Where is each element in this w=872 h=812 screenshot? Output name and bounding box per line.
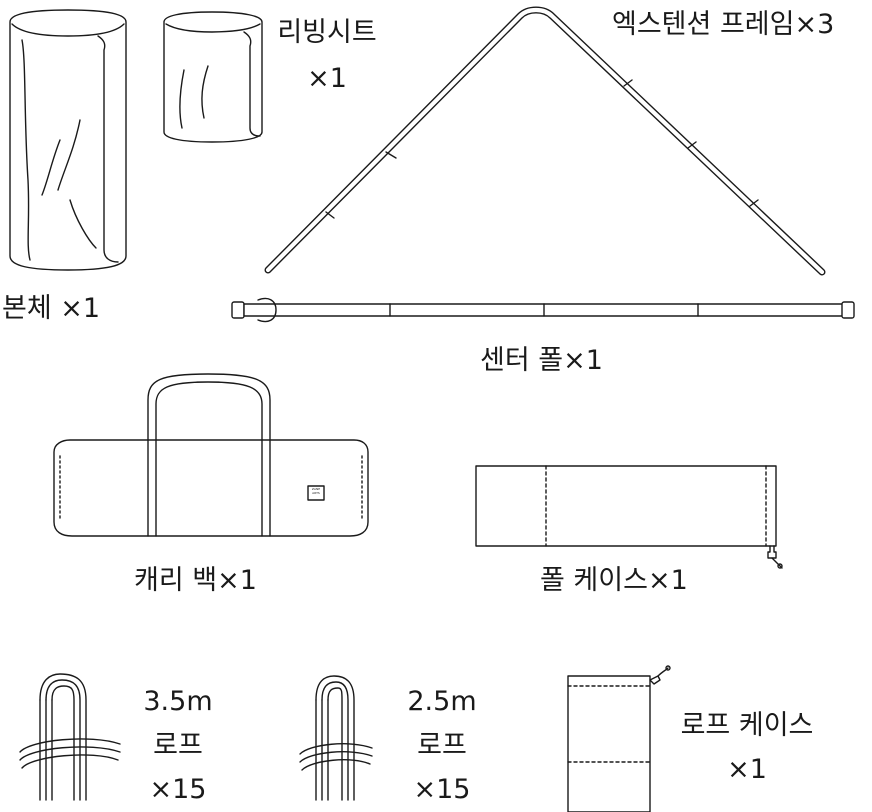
rope-35-length: 3.5m xyxy=(143,686,213,717)
pole-case-name: 폴 케이스 xyxy=(540,565,648,596)
rope-25-label: 2.5m 로프 ×15 xyxy=(394,680,490,812)
carry-bag-name: 캐리 백 xyxy=(134,565,218,596)
pole-case-qty: ×1 xyxy=(647,565,688,596)
extension-frame-label: 엑스텐션 프레임×3 xyxy=(612,8,834,42)
pole-case-image xyxy=(475,465,783,569)
rope-35-name: 로프 xyxy=(153,730,203,761)
center-pole-image xyxy=(231,297,855,323)
rope-case-image xyxy=(567,665,671,812)
rope-25-length: 2.5m xyxy=(407,686,477,717)
carry-bag-label: 캐리 백×1 xyxy=(134,564,257,598)
extension-frame-qty: ×3 xyxy=(794,9,835,40)
center-pole-label: 센터 폴×1 xyxy=(480,344,603,378)
brand-logo: ZANE ARTS xyxy=(309,487,323,499)
carry-bag-image xyxy=(53,373,369,537)
main-body-roll-image xyxy=(9,9,127,271)
rope-35-coil-image xyxy=(19,673,121,801)
rope-case-label: 로프 케이스 ×1 xyxy=(662,704,832,792)
main-body-name: 본체 xyxy=(2,293,52,324)
rope-case-qty: ×1 xyxy=(727,754,767,785)
rope-25-name: 로프 xyxy=(417,730,467,761)
brand-logo-line-2: ARTS xyxy=(312,491,320,495)
extension-frame-image xyxy=(264,6,826,276)
main-body-qty: ×1 xyxy=(60,293,101,324)
rope-35-label: 3.5m 로프 ×15 xyxy=(130,680,226,812)
center-pole-name: 센터 폴 xyxy=(480,345,564,376)
center-pole-qty: ×1 xyxy=(563,345,603,376)
rope-25-coil-image xyxy=(299,675,373,801)
rope-35-qty: ×15 xyxy=(149,774,207,805)
carry-bag-qty: ×1 xyxy=(217,565,257,596)
living-sheet-qty: ×1 xyxy=(307,62,347,94)
extension-frame-name: 엑스텐션 프레임 xyxy=(612,9,795,40)
rope-25-qty: ×15 xyxy=(413,774,471,805)
living-sheet-roll-image xyxy=(163,11,263,143)
living-sheet-name: 리빙시트 xyxy=(277,17,377,48)
main-body-label: 본체 ×1 xyxy=(2,292,100,326)
pole-case-label: 폴 케이스×1 xyxy=(540,564,688,598)
living-sheet-label: 리빙시트 ×1 xyxy=(272,16,382,96)
brand-logo-line-1: ZANE xyxy=(311,487,321,491)
rope-case-name: 로프 케이스 xyxy=(680,710,814,741)
